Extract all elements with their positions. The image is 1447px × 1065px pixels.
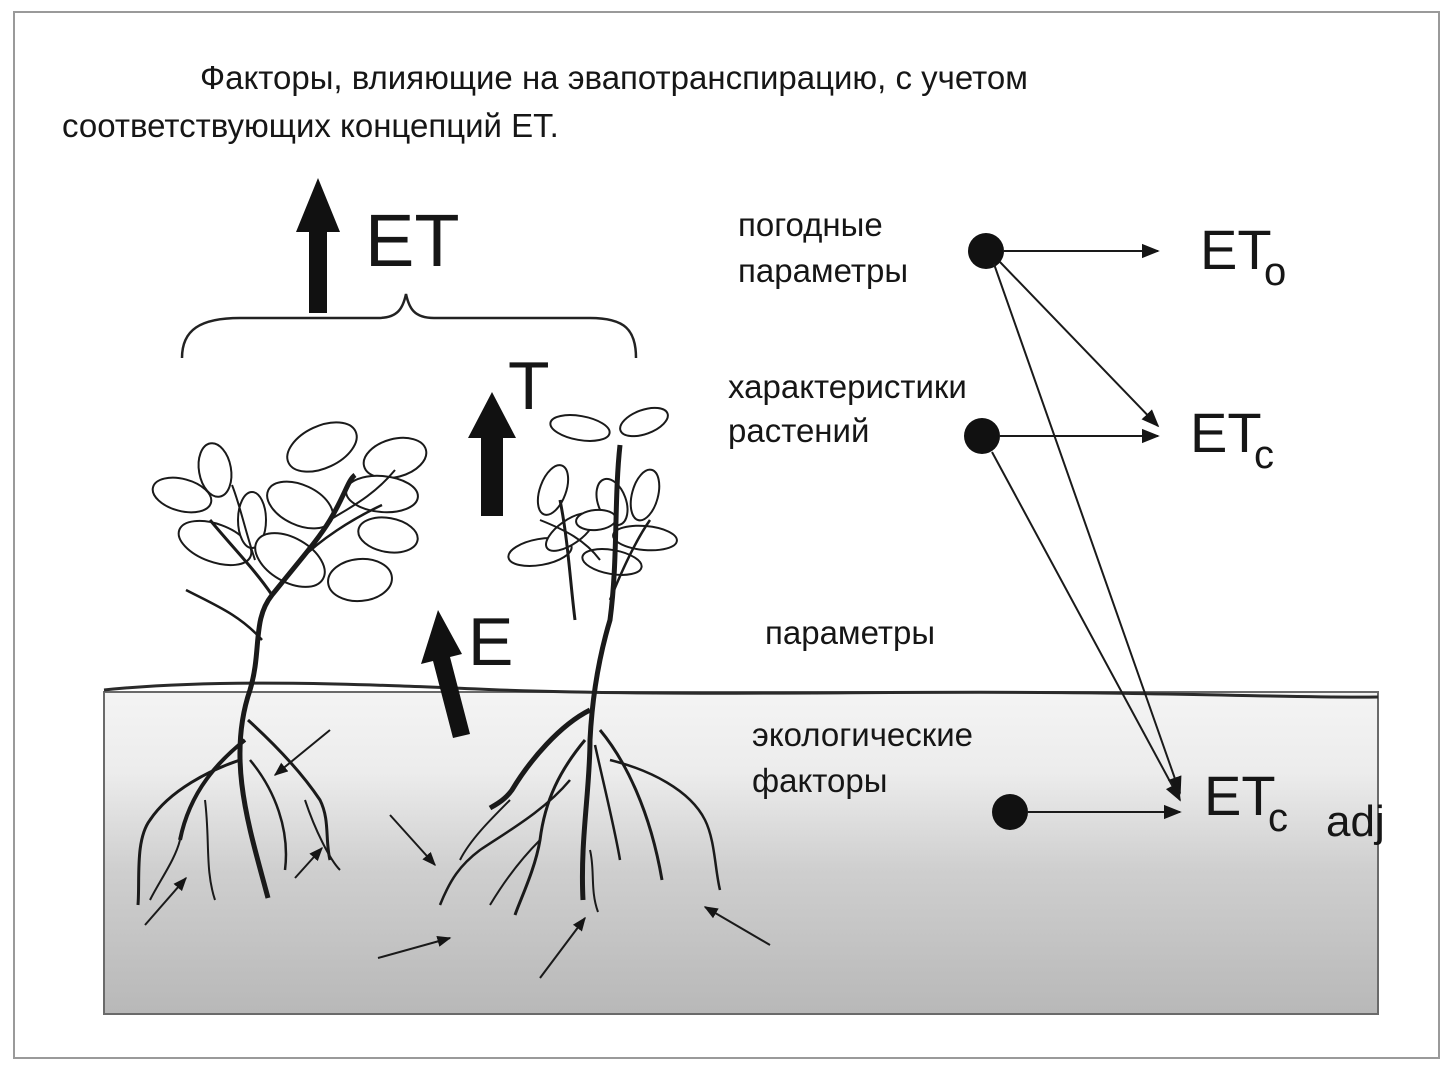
crop-label-line1: характеристики [728, 364, 967, 410]
environment-label-line2: факторы [752, 758, 887, 804]
e-flux-label: E [468, 608, 513, 676]
crop-dot [964, 418, 1000, 454]
soil-block [104, 683, 1378, 1014]
etc-adj-main: ET [1204, 764, 1276, 827]
etc-main: ET [1190, 401, 1262, 464]
environment-dot [992, 794, 1028, 830]
eto-main: ET [1200, 218, 1272, 281]
etc-subscript: c [1254, 435, 1274, 475]
t-flux-label: T [508, 352, 550, 420]
et-flux-arrow [296, 178, 340, 313]
crop-label-line2: растений [728, 408, 869, 454]
diagram-title-line1: Факторы, влияющие на эвапотранспирацию, … [200, 52, 1028, 104]
weather-label-line1: погодные [738, 202, 883, 248]
weather-label-line2: параметры [738, 248, 908, 294]
et-flux-label: ET [365, 204, 460, 278]
diagram-title-line2: соответствующих концепций ET. [62, 100, 559, 152]
eto-subscript: o [1264, 252, 1286, 292]
management-label: параметры [765, 610, 935, 656]
weather-dot [968, 233, 1004, 269]
environment-label-line1: экологические [752, 712, 973, 758]
etc-adj-suffix: adj [1326, 800, 1385, 844]
etc-adj-subscript: c [1268, 798, 1288, 838]
canopy-brace [182, 294, 636, 358]
